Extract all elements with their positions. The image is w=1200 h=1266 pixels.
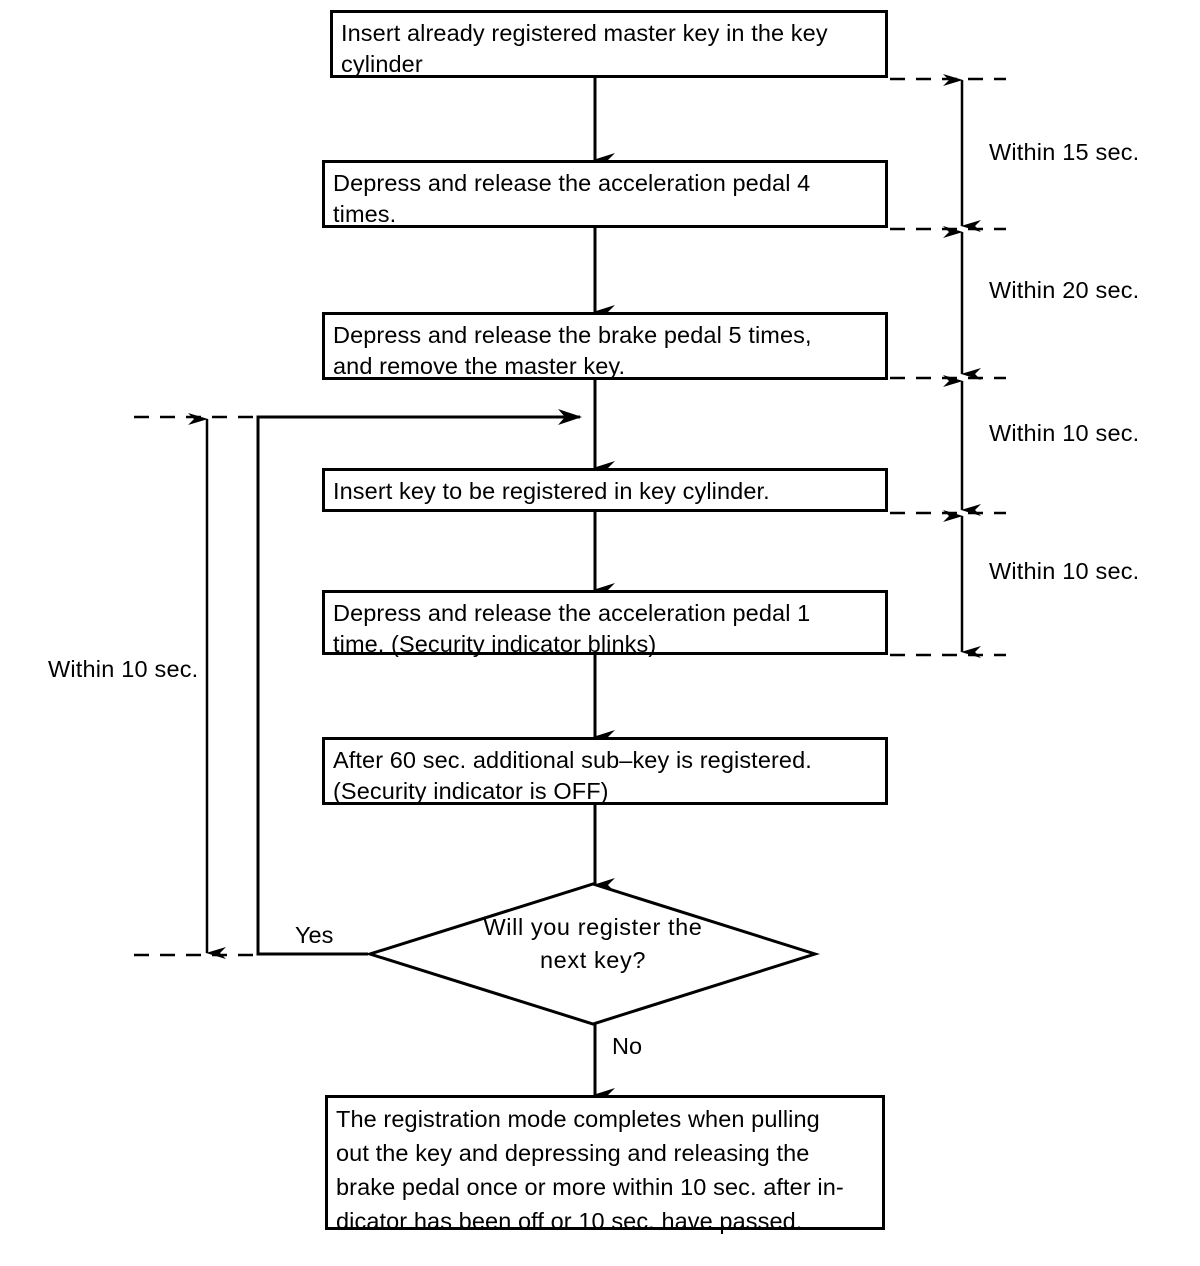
timing-label-within-10-sec-a: Within 10 sec. bbox=[989, 420, 1140, 446]
timing-witness-lines-left bbox=[134, 415, 256, 957]
node-step7[interactable]: The registration mode completes when pul… bbox=[325, 1095, 885, 1234]
decision-diamond bbox=[364, 882, 820, 1026]
node-step4[interactable]: Insert key to be registered in key cylin… bbox=[322, 468, 888, 512]
node-step1[interactable]: Insert already registered master key in … bbox=[330, 10, 888, 78]
edge-label-no: No bbox=[612, 1033, 643, 1059]
timing-label-within-20-sec: Within 20 sec. bbox=[989, 277, 1140, 303]
edge-label-yes: Yes bbox=[295, 922, 334, 948]
timing-label-within-10-sec-loop: Within 10 sec. bbox=[48, 656, 199, 682]
timing-witness-lines-right bbox=[890, 77, 1006, 657]
node-decision-label[interactable]: Will you register the next key? bbox=[483, 914, 703, 973]
node-step3[interactable]: Depress and release the brake pedal 5 ti… bbox=[322, 312, 888, 380]
node-step5[interactable]: Depress and release the acceleration ped… bbox=[322, 590, 888, 657]
node-step6[interactable]: After 60 sec. additional sub–key is regi… bbox=[322, 737, 888, 805]
node-step2[interactable]: Depress and release the acceleration ped… bbox=[322, 160, 888, 228]
timing-label-within-15-sec: Within 15 sec. bbox=[989, 139, 1140, 165]
timing-label-within-10-sec-b: Within 10 sec. bbox=[989, 558, 1140, 584]
yes-feedback-loop bbox=[256, 409, 582, 956]
